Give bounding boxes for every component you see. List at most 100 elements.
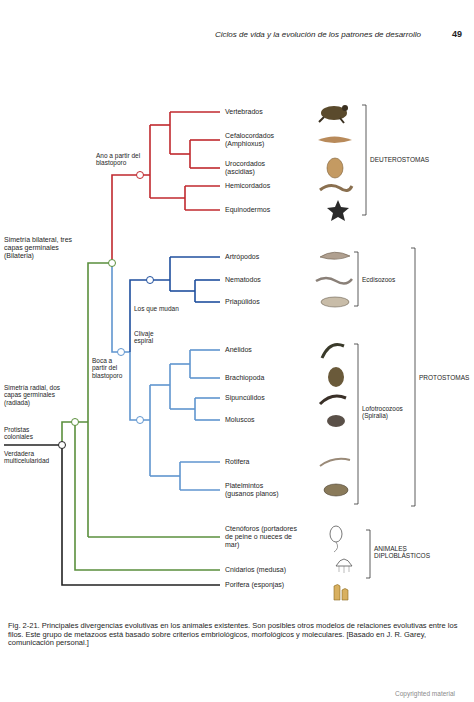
tree-branch: [75, 422, 220, 570]
branch-node: [118, 349, 125, 356]
tree-branch: [150, 475, 180, 477]
tree-branch: [150, 197, 185, 199]
tree-branch: [149, 385, 151, 476]
taxon-name: Hemicordados: [225, 182, 270, 190]
tree-branch: [194, 398, 196, 420]
branch-node: [147, 277, 154, 284]
tree-branch: [169, 364, 171, 409]
priapulid-picture: [321, 297, 349, 307]
tree-branch: [62, 445, 220, 585]
group-name: DEUTEROSTOMAS: [370, 156, 429, 163]
branch-node: [137, 417, 144, 424]
frog-picture: [321, 106, 347, 120]
starfish-picture: [327, 200, 349, 221]
brachiopod-picture: [328, 367, 344, 387]
bracket: [354, 344, 358, 504]
tree-branch: [195, 301, 220, 303]
taxon-name: Equinodermos: [225, 206, 270, 214]
watermark: Copyrighted material: [395, 690, 455, 697]
tree-branch: [190, 167, 220, 169]
tree-branches: [4, 112, 220, 585]
bracket: [362, 105, 366, 215]
group-brackets: [354, 105, 415, 578]
branch-node: [137, 172, 144, 179]
arthropod-picture: [320, 252, 350, 259]
tree-branch: [112, 263, 130, 352]
taxon-name: Cefalocordados (Amphioxus): [225, 132, 280, 148]
node-label: Ano a partir del blastoporo: [96, 152, 148, 167]
taxon-name: Nematodos: [225, 276, 261, 284]
sipunculid-picture: [320, 396, 346, 404]
tree-branch: [4, 444, 62, 446]
group-name: Ecdisozoos: [362, 276, 395, 283]
node-label: Simetría bilateral, tres capas germinale…: [4, 236, 84, 260]
tree-branch: [195, 419, 220, 421]
taxon-name: Ctenóforos (portadores de peine o nueces…: [225, 525, 305, 549]
tree-branch: [150, 124, 170, 126]
group-name: Lofotrocozoos (Spiralia): [362, 405, 410, 420]
group-name: PROTOSTOMAS: [419, 374, 469, 381]
tree-branch: [169, 257, 171, 291]
node-label: Verdadera multicelularidad: [4, 450, 60, 465]
amphioxus-picture: [318, 137, 352, 144]
branch-node: [72, 419, 79, 426]
nematode-picture: [316, 278, 352, 284]
hemichordate-picture: [320, 185, 352, 190]
taxon-name: Priapúlidos: [225, 298, 260, 306]
tree-branch: [185, 209, 220, 211]
taxon-name: Artrópodos: [225, 253, 259, 261]
ascidian-picture: [327, 158, 343, 178]
tree-branch: [179, 462, 181, 490]
taxon-name: Porifera (esponjas): [225, 581, 284, 589]
tree-branch: [194, 280, 196, 302]
mollusc-picture: [327, 415, 345, 427]
tree-branch: [170, 290, 195, 292]
branch-node: [109, 260, 116, 267]
node-label: Boca a partir del blastoporo: [92, 357, 128, 379]
taxon-name: Rotifera: [225, 458, 250, 466]
tree-branch: [190, 139, 220, 141]
medusa-picture: [336, 559, 352, 566]
node-label: Clivaje espiral: [134, 330, 168, 345]
taxon-name: Moluscos: [225, 416, 255, 424]
taxon-name: Cnidarios (medusa): [225, 566, 286, 574]
tree-branch: [170, 256, 220, 258]
running-head: Ciclos de vida y la evolución de los pat…: [215, 30, 421, 39]
tree-branch: [195, 279, 220, 281]
annelid-picture: [322, 345, 344, 359]
bracket: [354, 252, 358, 306]
node-label: Simetría radial, dos capas germinales (r…: [4, 384, 62, 406]
tree-branch: [170, 363, 190, 365]
tree-branch: [189, 140, 191, 168]
flatworm-picture: [324, 484, 348, 496]
tree-branch: [180, 489, 220, 491]
node-label: Los que mudan: [134, 305, 179, 312]
tree-branch: [195, 397, 220, 399]
taxon-name: Platelmintos (gusanos planos): [225, 482, 280, 498]
sponge-picture: [334, 585, 348, 601]
tree-branch: [170, 408, 195, 410]
tree-branch: [180, 461, 220, 463]
figure-caption: Fig. 2-21. Principales divergencias evol…: [8, 622, 464, 648]
tree-branch: [130, 352, 150, 420]
rotifer-picture: [320, 459, 350, 466]
tree-branch: [190, 349, 220, 351]
tree-branch: [150, 384, 170, 386]
tree-branch: [112, 175, 150, 263]
tree-branch: [88, 536, 220, 538]
bracket: [411, 248, 415, 506]
bracket: [366, 530, 370, 578]
branch-node: [59, 442, 66, 449]
tree-branch: [88, 263, 112, 537]
tree-branch: [170, 111, 220, 113]
group-name: ANIMALES DIPLOBLÁSTICOS: [374, 545, 464, 560]
page-number: 49: [452, 29, 462, 39]
taxon-name: Brachiopoda: [225, 374, 264, 382]
tree-branch: [185, 185, 220, 187]
taxon-name: Urocordados (ascidias): [225, 160, 280, 176]
taxon-name: Vertebrados: [225, 108, 263, 116]
tree-branch: [190, 377, 220, 379]
tree-branch: [184, 186, 186, 210]
tree-branch: [149, 125, 151, 198]
